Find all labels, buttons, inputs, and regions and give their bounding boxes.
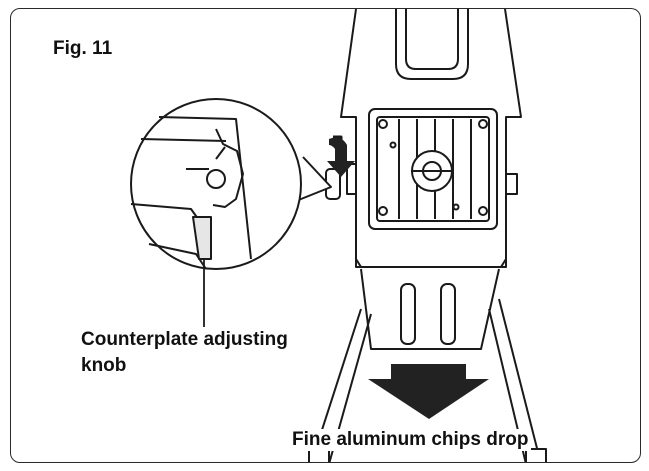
figure-frame: Fig. 11 Counterplate adjusting knob Fine… [10, 8, 641, 463]
counterplate-knob [325, 135, 343, 200]
knob-callout-line2: knob [81, 355, 127, 376]
rotate-arrow-icon [327, 137, 355, 177]
knob-callout-label: Counterplate adjusting knob [81, 327, 288, 379]
cutting-chamber-panel [346, 108, 518, 230]
shredder-drawing [130, 9, 547, 462]
down-arrow-icon [368, 364, 489, 419]
figure-label: Fig. 11 [53, 38, 113, 59]
chips-callout-label: Fine aluminum chips drop [289, 429, 532, 451]
knob-callout-line1: Counterplate adjusting [81, 329, 288, 350]
detail-magnifier [130, 98, 332, 270]
discharge-chute [355, 258, 507, 350]
